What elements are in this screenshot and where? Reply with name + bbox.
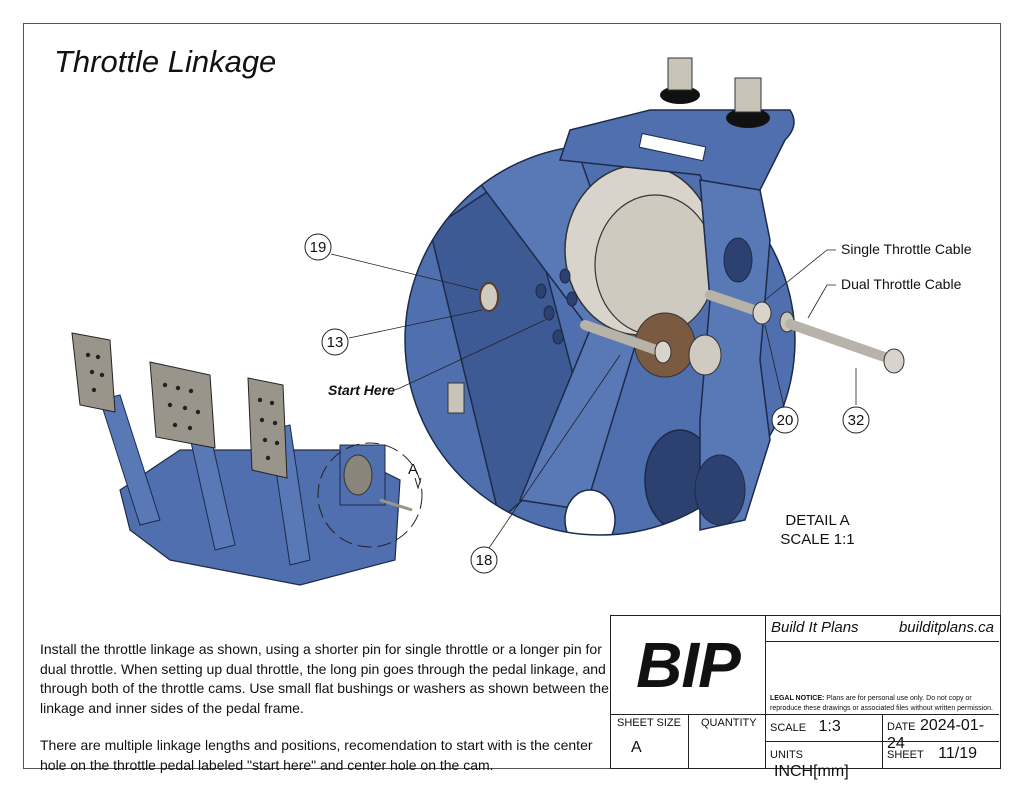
pin-linkage: [580, 320, 672, 364]
legal-notice-text: Plans are for personal use only. Do not …: [770, 695, 993, 712]
svg-text:20: 20: [777, 412, 794, 429]
page-title: Throttle Linkage: [54, 44, 277, 79]
date-label: DATE: [887, 721, 916, 733]
bushing: [688, 334, 722, 376]
detail-marker-label: A: [408, 461, 418, 478]
scale-cell: SCALE 1:3: [766, 714, 883, 741]
svg-text:18: 18: [476, 552, 493, 569]
units-value: INCH[mm]: [774, 763, 849, 780]
pin-single-throttle: [705, 290, 772, 325]
sheet-value: 11/19: [938, 745, 977, 762]
detail-scale: SCALE 1:1: [780, 531, 855, 548]
pedal-assembly-view: [71, 332, 423, 586]
balloon-32: 32: [842, 406, 870, 434]
sheet-size-label: SHEET SIZE: [617, 717, 681, 729]
throttle-pedal-plate: [247, 377, 288, 479]
cable-adjuster-2: [726, 77, 770, 128]
sheet-size-cell: SHEET SIZE A: [611, 714, 689, 768]
detail-title: DETAIL A: [785, 512, 850, 529]
legal-notice-label: LEGAL NOTICE:: [770, 695, 825, 702]
balloon-13: 13: [321, 328, 349, 356]
quantity-label: QUANTITY: [701, 717, 757, 729]
brake-pedal-plate: [149, 361, 216, 449]
sheet-cell: SHEET 11/19: [883, 741, 999, 768]
scale-value: 1:3: [818, 718, 841, 735]
instructions-paragraph-2: There are multiple linkage lengths and p…: [40, 737, 593, 773]
date-value: 2024-01-24: [887, 717, 985, 752]
detail-a-view: [404, 57, 905, 536]
quantity-cell: QUANTITY: [689, 714, 766, 768]
svg-text:32: 32: [848, 412, 865, 429]
detail-label: DETAIL A SCALE 1:1: [770, 511, 865, 549]
instructions: Install the throttle linkage as shown, u…: [40, 640, 610, 793]
svg-text:13: 13: [327, 334, 344, 351]
svg-text:19: 19: [310, 239, 327, 256]
dual-throttle-cable-label: Dual Throttle Cable: [841, 276, 962, 292]
units-label: UNITS: [770, 749, 803, 761]
instructions-paragraph-1: Install the throttle linkage as shown, u…: [40, 641, 609, 716]
balloon-18: 18: [470, 546, 498, 574]
start-here-label: Start Here: [328, 382, 395, 398]
sheet-size-value: A: [631, 739, 642, 756]
company-name: Build It Plans: [771, 619, 859, 636]
cable-adjuster-1: [660, 57, 700, 104]
detail-a-marker-circle: [317, 442, 423, 548]
bip-logo: BIP: [611, 616, 766, 714]
pin-dual-throttle: [779, 311, 905, 374]
drawing-border: [23, 23, 1001, 769]
units-cell: UNITS INCH[mm]: [766, 741, 883, 780]
legal-notice: LEGAL NOTICE: Plans are for personal use…: [766, 642, 999, 714]
bolt: [447, 382, 465, 414]
balloon-20: 20: [771, 406, 799, 434]
sheet-label: SHEET: [887, 749, 924, 761]
title-block: BIP Build It Plans builditplans.ca LEGAL…: [610, 615, 1001, 780]
scale-label: SCALE: [770, 722, 807, 734]
company-row: Build It Plans builditplans.ca: [766, 616, 999, 642]
single-throttle-cable-label: Single Throttle Cable: [841, 241, 972, 257]
date-cell: DATE 2024-01-24: [883, 714, 999, 752]
company-website: builditplans.ca: [898, 619, 994, 636]
balloon-19: 19: [304, 233, 332, 261]
